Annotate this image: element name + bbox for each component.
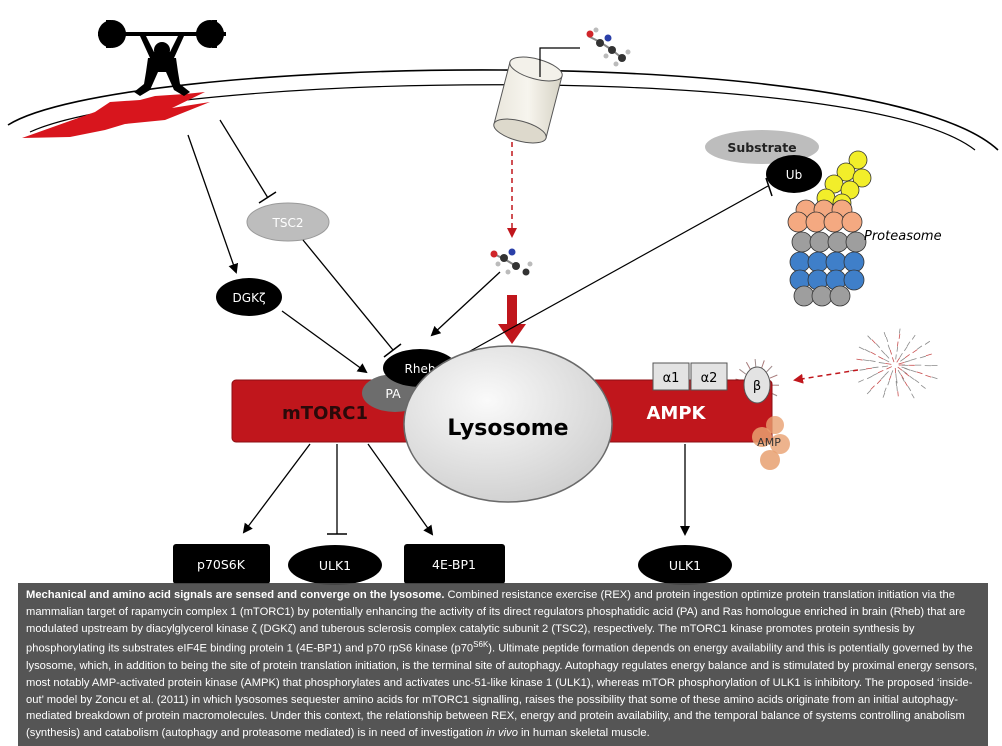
alpha1-label: α1	[663, 371, 680, 386]
amino-acid-molecule-icon-2	[490, 248, 533, 276]
tsc2-label: TSC2	[272, 216, 304, 230]
pa-label: PA	[385, 386, 401, 401]
figure-caption: Mechanical and amino acid signals are se…	[18, 583, 988, 746]
ub-inhibition-bar	[765, 177, 773, 197]
rheb-inhibition-bar	[383, 343, 402, 358]
alpha2-label: α2	[701, 371, 718, 386]
amino-acid-to-rheb-arrow	[430, 271, 501, 337]
dgk-label: DGKζ	[233, 291, 266, 305]
ub-to-rheb-inhibition	[453, 185, 769, 361]
substrate-label: Substrate	[727, 140, 796, 155]
alpha1-subunit	[652, 362, 690, 391]
rex-to-dgk-arrow	[187, 134, 239, 274]
uptake-thick-arrow	[498, 295, 526, 344]
transporter-stem	[539, 47, 580, 77]
dendrimer-dashed-arrow	[793, 369, 859, 384]
4ebp1-node	[404, 544, 505, 584]
rheb-label: Rheb	[405, 362, 436, 376]
membrane-transporter-icon	[493, 56, 563, 144]
caption-superscript: S6K	[473, 640, 489, 650]
caption-text-3: in human skeletal muscle.	[517, 727, 650, 740]
amp-molecules-icon	[752, 416, 790, 470]
alpha2-subunit	[690, 362, 728, 391]
p70s6k-node	[173, 544, 270, 584]
rex-to-tsc2-inhibition	[219, 119, 269, 199]
tsc2-node	[246, 202, 330, 242]
ampk-label: AMPK	[647, 403, 707, 424]
tsc2-inhibition-bar	[258, 191, 277, 204]
proteasome-label: Proteasome	[864, 229, 942, 244]
caption-italic: in vivo	[486, 727, 518, 740]
proteasome-icon	[787, 150, 872, 307]
ub-label: Ub	[786, 168, 802, 182]
beta-subunit	[743, 366, 771, 404]
ulk1-left-label: ULK1	[319, 558, 351, 573]
lysosome-label: Lysosome	[447, 416, 568, 441]
mechanical-signal-bolt-icon	[22, 92, 210, 138]
caption-title: Mechanical and amino acid signals are se…	[26, 589, 445, 601]
ulk1-right-label: ULK1	[669, 558, 701, 573]
p70s6k-label: p70S6K	[197, 557, 246, 572]
weightlifter-icon	[98, 20, 226, 96]
mtorc1-label: mTORC1	[282, 403, 368, 424]
dgk-to-pa-arrow	[281, 310, 368, 374]
caption-text-1: Combined resistance exercise (REX) and p…	[26, 589, 966, 656]
dgk-node	[216, 278, 282, 316]
ulk1-right-node	[638, 545, 732, 585]
ulk1-left-node	[288, 545, 382, 585]
lysosome-node	[403, 345, 613, 503]
beta-label: β	[753, 379, 761, 394]
mtorc1-to-p70s6k-arrow	[242, 443, 311, 534]
amino-acid-molecule-icon	[586, 27, 631, 67]
tsc2-to-rheb-inhibition	[302, 239, 394, 351]
4ebp1-label: 4E-BP1	[432, 557, 476, 572]
cell-membrane-outer	[7, 69, 999, 151]
ub-node	[766, 155, 822, 193]
mtorc1-to-4ebp1-arrow	[367, 443, 434, 536]
dendrimer-icon	[735, 328, 938, 411]
amp-label: AMP	[757, 436, 781, 449]
caption-text-2: ). Ultimate peptide formation depends on…	[26, 643, 978, 740]
